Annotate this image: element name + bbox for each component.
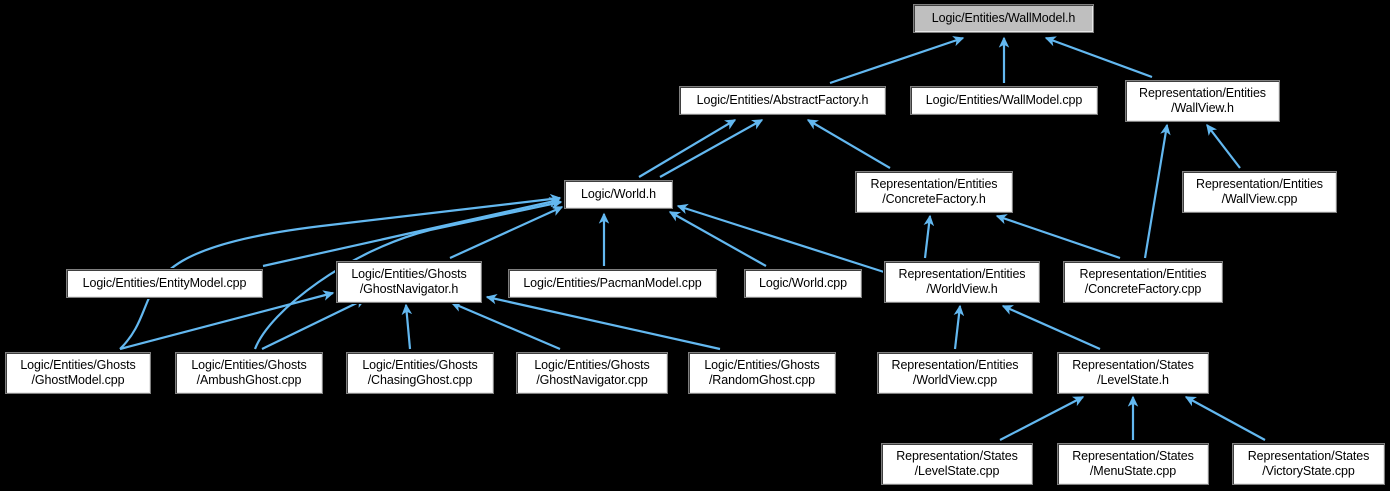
graph-node-levelstate_cpp[interactable]: Representation/States/LevelState.cpp [880,442,1034,486]
graph-node-label-line2: /WorldView.h [926,282,998,296]
graph-node-label-line2: /GhostNavigator.h [359,282,459,296]
graph-node-label-line1: Logic/Entities/AbstractFactory.h [696,93,869,107]
graph-edge-worldview_cpp-to-worldview_h [953,304,965,350]
graph-node-label-line1: Representation/States [1072,358,1194,372]
graph-node-wallmodel_h[interactable]: Logic/Entities/WallModel.h [912,3,1095,34]
graph-node-label-line1: Logic/Entities/EntityModel.cpp [82,276,247,290]
graph-edge-ghostmodel_cpp-to-ghostnavigator_h [119,290,335,351]
graph-node-label-line2: /AmbushGhost.cpp [196,373,302,387]
graph-node-label-line2: /WorldView.cpp [912,373,998,387]
graph-edge-ghostnavigator_cpp-to-ghostnavigator_h [450,301,561,351]
graph-node-chasingghost_cpp[interactable]: Logic/Entities/Ghosts/ChasingGhost.cpp [345,351,495,395]
graph-edge-worldview_h-to-concretefactory_h [923,214,935,259]
graph-node-label-line2: /WallView.cpp [1221,192,1298,206]
graph-node-label-line1: Logic/Entities/Ghosts [362,358,478,372]
graph-node-label-line2: /GhostNavigator.cpp [536,373,648,387]
graph-node-label-line2: /WallView.h [1171,101,1234,115]
graph-node-wallview_cpp[interactable]: Representation/Entities/WallView.cpp [1181,170,1338,214]
graph-node-ambushghost_cpp[interactable]: Logic/Entities/Ghosts/AmbushGhost.cpp [174,351,324,395]
graph-node-label-line1: Representation/States [1072,449,1194,463]
graph-edge-worldview_h-to-world_h [676,203,885,274]
graph-edge-victorystate_cpp-to-levelstate_h [1184,396,1266,441]
graph-node-label-line1: Representation/States [1247,449,1370,463]
graph-node-label-line1: Representation/Entities [1196,177,1323,191]
graph-node-entitymodel_cpp[interactable]: Logic/Entities/EntityModel.cpp [65,268,264,299]
graph-node-label-line2: /ConcreteFactory.h [882,192,986,206]
graph-node-ghostnavigator_cpp[interactable]: Logic/Entities/Ghosts/GhostNavigator.cpp [515,351,669,395]
graph-node-wallmodel_cpp[interactable]: Logic/Entities/WallModel.cpp [909,85,1099,116]
graph-node-label-line1: Representation/States [896,449,1018,463]
graph-edge-abstractfactory_h-to-wallmodel_h [829,36,965,85]
graph-node-label-line1: Logic/Entities/Ghosts [704,358,820,372]
graph-node-label-line1: Logic/Entities/Ghosts [20,358,136,372]
graph-edge-world_h-to-abstractfactory_h [659,119,764,178]
graph-edge-concretefactory_cpp-to-wallview_h [1143,123,1171,259]
graph-node-levelstate_h[interactable]: Representation/States/LevelState.h [1056,351,1210,395]
graph-node-label-line2: /GhostModel.cpp [31,373,125,387]
graph-edge-wallview_h-to-wallmodel_h [1044,36,1153,79]
graph-node-worldview_cpp[interactable]: Representation/Entities/WorldView.cpp [876,351,1034,395]
graph-node-label-line1: Representation/Entities [1079,267,1207,281]
graph-node-ghostnavigator_h[interactable]: Logic/Entities/Ghosts/GhostNavigator.h [335,260,483,304]
graph-node-label-line2: /LevelState.h [1097,373,1169,387]
graph-edge-randomghost_cpp-to-ghostnavigator_h [485,293,721,351]
graph-edge-levelstate_cpp-to-levelstate_h [999,396,1085,441]
graph-node-label-line2: /MenuState.cpp [1089,464,1177,478]
graph-node-worldview_h[interactable]: Representation/Entities/WorldView.h [883,260,1041,304]
graph-node-abstractfactory_h[interactable]: Logic/Entities/AbstractFactory.h [678,85,887,116]
graph-edge-wallview_cpp-to-wallview_h [1206,123,1241,169]
graph-edge-concretefactory_cpp-to-concretefactory_h [995,214,1121,260]
graph-node-label-line1: Logic/Entities/Ghosts [351,267,467,281]
graph-node-label-line1: Logic/Entities/PacmanModel.cpp [523,276,702,290]
graph-node-pacmanmodel_cpp[interactable]: Logic/Entities/PacmanModel.cpp [507,268,718,299]
graph-edge-entitymodel_cpp-to-world_h [262,196,561,268]
graph-node-label-line1: Logic/World.cpp [759,276,847,290]
graph-node-label-line1: Logic/World.h [581,187,656,201]
graph-node-world_h[interactable]: Logic/World.h [563,179,674,210]
graph-node-victorystate_cpp[interactable]: Representation/States/VictoryState.cpp [1231,442,1386,486]
graph-node-label-line2: /RandomGhost.cpp [708,373,816,387]
graph-edge-world_cpp-to-world_h [668,211,767,267]
graph-node-menustate_cpp[interactable]: Representation/States/MenuState.cpp [1056,442,1210,486]
graph-node-label-line2: /LevelState.cpp [914,464,1000,478]
graph-node-concretefactory_cpp[interactable]: Representation/Entities/ConcreteFactory.… [1062,260,1224,304]
graph-node-label-line1: Logic/Entities/WallModel.cpp [925,93,1083,107]
graph-edge-ambushghost_cpp-to-ghostnavigator_h [261,298,367,350]
graph-node-label-line1: Logic/Entities/Ghosts [191,358,307,372]
graph-node-label-line1: Representation/Entities [891,358,1019,372]
graph-node-randomghost_cpp[interactable]: Logic/Entities/Ghosts/RandomGhost.cpp [687,351,837,395]
graph-edge-chasingghost_cpp-to-ghostnavigator_h [401,303,413,350]
graph-node-concretefactory_h[interactable]: Representation/Entities/ConcreteFactory.… [854,170,1014,214]
graph-node-label-line2: /ChasingGhost.cpp [367,373,473,387]
graph-node-wallview_h[interactable]: Representation/Entities/WallView.h [1124,79,1281,123]
graph-node-ghostmodel_cpp[interactable]: Logic/Entities/Ghosts/GhostModel.cpp [4,351,152,395]
graph-node-label-line2: /VictoryState.cpp [1262,464,1355,478]
graph-edge-ghostnavigator_h-to-world_h [449,205,564,260]
graph-node-label-line2: /ConcreteFactory.cpp [1084,282,1202,296]
graph-edge-world_h-to-abstractfactory_h [638,119,737,178]
graph-node-label-line1: Representation/Entities [870,177,998,191]
graph-edge-concretefactory_h-to-abstractfactory_h [806,119,891,169]
graph-node-label-line1: Logic/Entities/Ghosts [534,358,650,372]
graph-node-label-line1: Logic/Entities/WallModel.h [931,11,1076,25]
graph-edge-levelstate_h-to-worldview_h [1001,304,1101,351]
graph-node-label-line1: Representation/Entities [898,267,1026,281]
graph-node-label-line1: Representation/Entities [1139,86,1266,100]
graph-node-world_cpp[interactable]: Logic/World.cpp [743,268,863,299]
